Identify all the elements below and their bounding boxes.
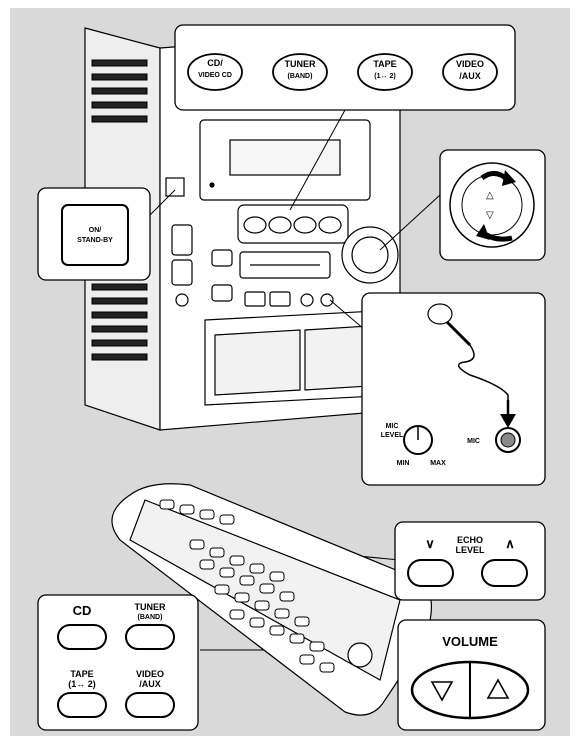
power-label-1: ON/ xyxy=(89,227,102,234)
echo-up-button[interactable] xyxy=(482,560,527,586)
power-button[interactable]: ON/ STAND-BY xyxy=(62,205,128,265)
remote-tuner-label-1: TUNER xyxy=(135,602,166,612)
echo-label-2: LEVEL xyxy=(455,545,485,555)
mic-jack-label: MIC xyxy=(467,438,480,445)
mic-max-label: MAX xyxy=(430,460,446,467)
remote-cd-label: CD xyxy=(73,603,92,618)
power-callout: ON/ STAND-BY xyxy=(38,188,150,280)
remote-tuner-button[interactable] xyxy=(126,625,174,649)
remote-source-callout: CD TUNER (BAND) TAPE (1↔ 2) VIDEO /AUX xyxy=(38,595,198,730)
unit-cd-button[interactable]: CD/ VIDEO CD xyxy=(188,54,242,90)
unit-source-callout: CD/ VIDEO CD TUNER (BAND) TAPE (1↔ 2) VI… xyxy=(175,25,515,110)
echo-down-symbol: ∨ xyxy=(425,536,435,551)
power-label-2: STAND-BY xyxy=(77,237,113,244)
remote-video-button[interactable] xyxy=(126,693,174,717)
mic-level-knob[interactable] xyxy=(404,426,432,454)
mic-level-label-1: MIC xyxy=(386,423,399,430)
remote-tape-button[interactable] xyxy=(58,693,106,717)
unit-tuner-label-1: TUNER xyxy=(285,59,316,69)
unit-cd-label-2: VIDEO CD xyxy=(198,72,232,79)
volume-callout: VOLUME xyxy=(398,620,545,730)
unit-tape-label-2: (1↔ 2) xyxy=(374,73,395,80)
echo-label-1: ECHO xyxy=(457,535,483,545)
up-triangle-icon: △ xyxy=(486,190,494,201)
remote-tape-label-2: (1↔ 2) xyxy=(68,679,96,689)
knob-callout: △ ▽ xyxy=(440,150,545,260)
echo-up-symbol: ∧ xyxy=(505,536,515,551)
remote-video-label-1: VIDEO xyxy=(136,669,164,679)
remote-cd-button[interactable] xyxy=(58,625,106,649)
unit-tape-button[interactable]: TAPE (1↔ 2) xyxy=(358,54,412,90)
mic-min-label: MIN xyxy=(397,460,410,467)
down-triangle-icon: ▽ xyxy=(486,210,494,221)
unit-video-label-2: /AUX xyxy=(459,71,481,81)
mic-jack[interactable] xyxy=(496,428,520,452)
unit-video-button[interactable]: VIDEO /AUX xyxy=(443,54,497,90)
unit-tape-label-1: TAPE xyxy=(373,59,396,69)
unit-cd-label-1: CD/ xyxy=(207,58,223,68)
echo-callout: ∨ ∧ ECHO LEVEL xyxy=(395,522,545,600)
mic-callout: MIC MIC LEVEL MIN MAX xyxy=(362,293,545,485)
echo-down-button[interactable] xyxy=(408,560,453,586)
mic-level-label-2: LEVEL xyxy=(381,432,404,439)
remote-tape-label-1: TAPE xyxy=(70,669,93,679)
remote-video-label-2: /AUX xyxy=(139,679,161,689)
volume-title: VOLUME xyxy=(442,634,498,649)
unit-tuner-button[interactable]: TUNER (BAND) xyxy=(273,54,327,90)
remote-tuner-label-2: (BAND) xyxy=(138,614,163,621)
unit-tuner-label-2: (BAND) xyxy=(288,73,313,80)
unit-video-label-1: VIDEO xyxy=(456,59,484,69)
